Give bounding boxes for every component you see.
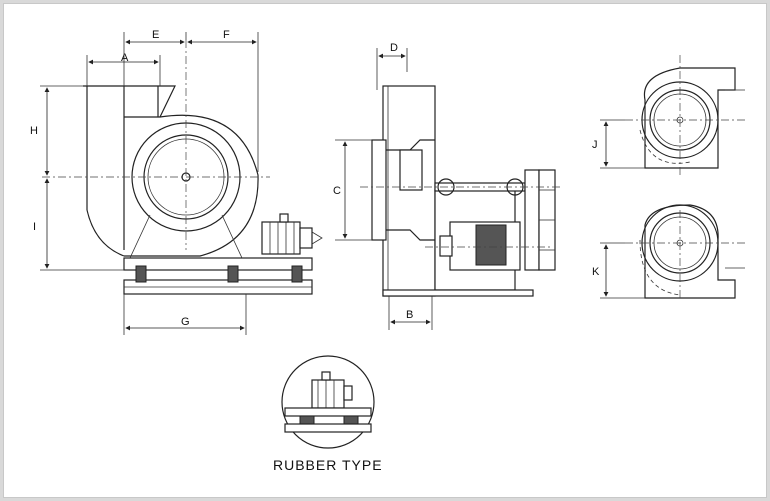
label-b: B xyxy=(406,309,413,321)
label-d: D xyxy=(390,42,398,54)
label-f: F xyxy=(223,29,230,41)
side-view xyxy=(335,48,560,330)
label-c: C xyxy=(333,185,341,197)
front-view xyxy=(40,32,323,335)
label-e: E xyxy=(152,29,159,41)
label-h: H xyxy=(30,125,38,137)
spring-mount xyxy=(135,265,303,283)
label-k: K xyxy=(592,266,600,278)
rubber-type-detail xyxy=(281,355,375,449)
label-i: I xyxy=(33,221,36,233)
view-k xyxy=(600,204,745,300)
label-g: G xyxy=(181,316,190,328)
label-j: J xyxy=(592,139,598,151)
view-j xyxy=(600,55,745,175)
caption-rubber-type: RUBBER TYPE xyxy=(273,457,383,473)
label-a: A xyxy=(121,52,129,64)
